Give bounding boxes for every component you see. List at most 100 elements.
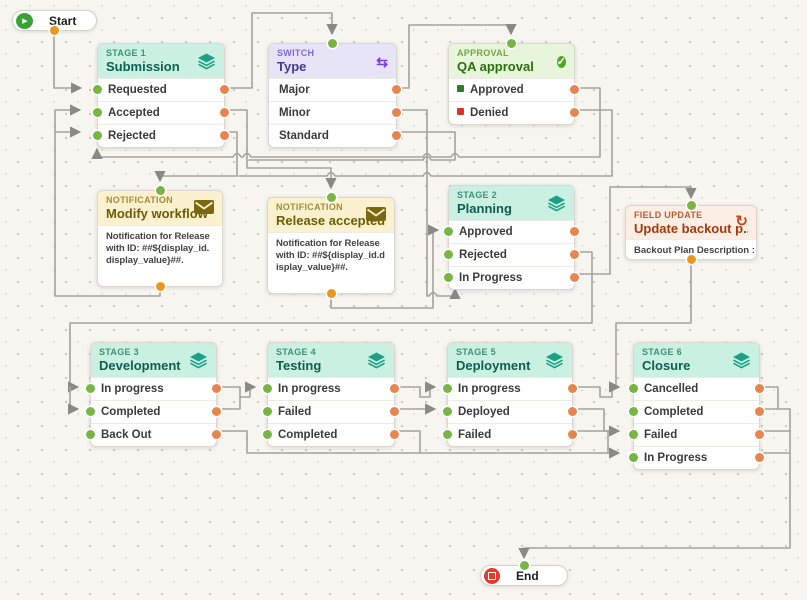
node-row[interactable]: Standard bbox=[269, 124, 401, 147]
input-port[interactable] bbox=[93, 108, 102, 117]
node-row[interactable]: Denied bbox=[449, 101, 579, 124]
node-row[interactable]: In progress bbox=[263, 377, 399, 400]
input-port[interactable] bbox=[263, 384, 272, 393]
output-port[interactable] bbox=[220, 85, 229, 94]
node-stage1-submission[interactable]: STAGE 1 Submission Requested Accepted Re… bbox=[93, 43, 229, 148]
stop-icon bbox=[484, 567, 500, 584]
node-row[interactable]: Failed bbox=[629, 423, 764, 446]
end-input-port[interactable] bbox=[519, 561, 529, 570]
output-port[interactable] bbox=[392, 85, 401, 94]
node-notification-release-accepted[interactable]: NOTIFICATION Release accepted Notificati… bbox=[267, 193, 395, 298]
output-port[interactable] bbox=[570, 227, 579, 236]
node-row[interactable]: Rejected bbox=[93, 124, 229, 147]
output-port[interactable] bbox=[390, 407, 399, 416]
input-port[interactable] bbox=[155, 186, 165, 195]
output-port[interactable] bbox=[755, 453, 764, 462]
node-row[interactable]: Failed bbox=[263, 400, 399, 423]
input-port[interactable] bbox=[507, 39, 516, 48]
output-port[interactable] bbox=[392, 131, 401, 140]
input-port[interactable] bbox=[443, 384, 452, 393]
node-row[interactable]: Completed bbox=[86, 400, 221, 423]
output-port[interactable] bbox=[568, 430, 577, 439]
node-stage6-closure[interactable]: STAGE 6 Closure Cancelled Completed Fail… bbox=[629, 342, 764, 470]
node-row[interactable]: In progress bbox=[86, 377, 221, 400]
node-stage5-deployment[interactable]: STAGE 5 Deployment In progress Deployed … bbox=[443, 342, 577, 447]
input-port[interactable] bbox=[443, 407, 452, 416]
node-row[interactable]: Approved bbox=[444, 220, 579, 243]
output-port[interactable] bbox=[570, 85, 579, 94]
node-title: Closure bbox=[642, 358, 691, 373]
input-port[interactable] bbox=[629, 384, 638, 393]
node-stage2-planning[interactable]: STAGE 2 Planning Approved Rejected In Pr… bbox=[444, 185, 579, 290]
output-port[interactable] bbox=[568, 407, 577, 416]
node-field-update-backout[interactable]: FIELD UPDATE Update backout p... ↻ Backo… bbox=[625, 201, 757, 264]
output-port[interactable] bbox=[568, 384, 577, 393]
output-port[interactable] bbox=[220, 131, 229, 140]
output-port[interactable] bbox=[390, 430, 399, 439]
row-label: Denied bbox=[470, 107, 509, 119]
input-port[interactable] bbox=[444, 227, 453, 236]
output-port[interactable] bbox=[212, 384, 221, 393]
output-port[interactable] bbox=[755, 407, 764, 416]
output-port[interactable] bbox=[390, 384, 399, 393]
start-output-port[interactable] bbox=[50, 26, 59, 35]
input-port[interactable] bbox=[444, 250, 453, 259]
output-port[interactable] bbox=[212, 430, 221, 439]
node-row[interactable]: Major bbox=[269, 78, 401, 101]
output-port[interactable] bbox=[755, 384, 764, 393]
output-port[interactable] bbox=[570, 273, 579, 282]
node-switch-type[interactable]: SWITCH Type ⇆ Major Minor Standard bbox=[268, 39, 401, 148]
start-node[interactable]: ▶ Start bbox=[12, 10, 97, 35]
node-row[interactable]: Back Out bbox=[86, 423, 221, 446]
input-port[interactable] bbox=[629, 453, 638, 462]
input-port[interactable] bbox=[629, 407, 638, 416]
output-port[interactable] bbox=[220, 108, 229, 117]
envelope-icon bbox=[366, 207, 386, 225]
node-row[interactable]: Requested bbox=[93, 78, 229, 101]
node-stage3-development[interactable]: STAGE 3 Development In progress Complete… bbox=[86, 342, 221, 447]
layers-icon bbox=[545, 352, 564, 373]
node-notification-modify-workflow[interactable]: NOTIFICATION Modify workflow Notificatio… bbox=[97, 186, 223, 291]
node-row[interactable]: In Progress bbox=[444, 266, 579, 289]
node-row[interactable]: Cancelled bbox=[629, 377, 764, 400]
node-row[interactable]: Completed bbox=[263, 423, 399, 446]
node-header: NOTIFICATION Modify workflow bbox=[98, 186, 222, 225]
input-port[interactable] bbox=[326, 193, 336, 202]
output-port[interactable] bbox=[570, 108, 579, 117]
input-port[interactable] bbox=[328, 39, 337, 48]
node-stage4-testing[interactable]: STAGE 4 Testing In progress Failed Compl… bbox=[263, 342, 399, 447]
output-port[interactable] bbox=[755, 430, 764, 439]
output-port[interactable] bbox=[155, 282, 165, 291]
node-row[interactable]: Rejected bbox=[444, 243, 579, 266]
output-port[interactable] bbox=[392, 108, 401, 117]
input-port[interactable] bbox=[86, 430, 95, 439]
node-row[interactable]: Failed bbox=[443, 423, 577, 446]
node-row[interactable]: In progress bbox=[443, 377, 577, 400]
input-port[interactable] bbox=[86, 407, 95, 416]
output-port[interactable] bbox=[326, 289, 336, 298]
node-row[interactable]: Approved bbox=[449, 78, 579, 101]
input-port[interactable] bbox=[263, 407, 272, 416]
input-port[interactable] bbox=[686, 201, 696, 210]
node-row[interactable]: Accepted bbox=[93, 101, 229, 124]
output-port[interactable] bbox=[570, 250, 579, 259]
node-category: NOTIFICATION bbox=[106, 195, 173, 205]
node-title: QA approval bbox=[457, 59, 534, 74]
input-port[interactable] bbox=[86, 384, 95, 393]
input-port[interactable] bbox=[629, 430, 638, 439]
output-port[interactable] bbox=[686, 255, 696, 264]
node-row[interactable]: Completed bbox=[629, 400, 764, 423]
node-row[interactable]: Deployed bbox=[443, 400, 577, 423]
node-approval-qa[interactable]: APPROVAL QA approval ✓ Approved Denied bbox=[448, 39, 579, 125]
node-row[interactable]: Minor bbox=[269, 101, 401, 124]
input-port[interactable] bbox=[443, 430, 452, 439]
input-port[interactable] bbox=[444, 273, 453, 282]
end-node[interactable]: End bbox=[480, 561, 568, 586]
input-port[interactable] bbox=[93, 85, 102, 94]
output-port[interactable] bbox=[212, 407, 221, 416]
node-header: APPROVAL QA approval ✓ bbox=[449, 39, 574, 78]
input-port[interactable] bbox=[263, 430, 272, 439]
input-port[interactable] bbox=[93, 131, 102, 140]
node-row[interactable]: In Progress bbox=[629, 446, 764, 469]
